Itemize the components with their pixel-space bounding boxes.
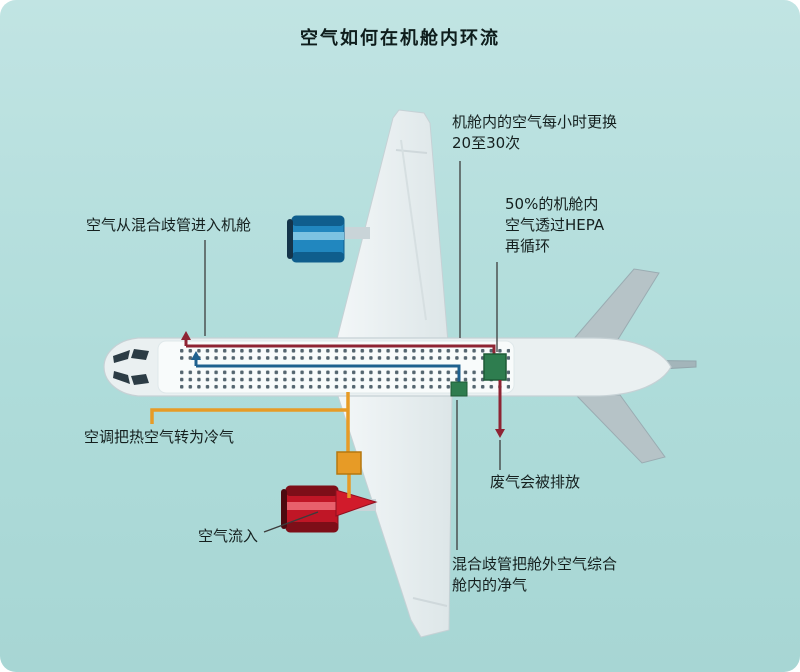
label-mixing-manifold: 混合歧管把舱外空气综合 舱内的净气	[452, 554, 712, 596]
label-inflow-text: 空气流入	[198, 527, 259, 545]
leader-lines	[204, 161, 501, 550]
hepa-filter-box	[483, 353, 507, 381]
label-air-inflow: 空气流入	[198, 526, 318, 547]
label-manifold-line2: 舱内的净气	[452, 576, 528, 594]
label-hepa-recirculation: 50%的机舱内 空气透过HEPA 再循环	[505, 194, 685, 257]
engine-bottom	[281, 485, 378, 533]
label-air-exchange: 机舱内的空气每小时更换 20至30次	[452, 112, 702, 154]
seat-rows	[180, 348, 510, 389]
label-hepa-line2: 空气透过HEPA	[505, 216, 605, 234]
engine-top	[287, 215, 345, 263]
wing-top	[335, 109, 449, 344]
wing-bottom	[337, 395, 453, 638]
label-exhaust-text: 废气会被排放	[490, 473, 581, 491]
page-title: 空气如何在机舱内环流	[300, 28, 500, 49]
label-manifold-line1: 混合歧管把舱外空气综合	[452, 555, 618, 573]
label-supply-into-cabin: 空气从混合歧管进入机舱	[86, 215, 346, 236]
recirculated-air-line	[191, 351, 461, 383]
cockpit-windows	[113, 349, 149, 385]
label-supply-text: 空气从混合歧管进入机舱	[86, 216, 252, 234]
label-hepa-line1: 50%的机舱内	[505, 195, 599, 213]
label-ac-cooling: 空调把热空气转为冷气	[84, 427, 324, 448]
label-air-exchange-line2: 20至30次	[452, 134, 521, 152]
cabin-air-line	[181, 331, 496, 354]
exhaust-line	[495, 380, 505, 438]
mixing-manifold-box	[336, 451, 362, 475]
recirculation-unit-box	[450, 381, 468, 397]
label-ac-text: 空调把热空气转为冷气	[84, 428, 235, 446]
label-hepa-line3: 再循环	[505, 237, 551, 255]
pylon-top	[342, 227, 370, 239]
air-intake-flame	[335, 489, 378, 517]
fresh-air-duct	[150, 392, 351, 498]
label-air-exchange-line1: 机舱内的空气每小时更换	[452, 113, 618, 131]
label-exhaust: 废气会被排放	[490, 472, 650, 493]
